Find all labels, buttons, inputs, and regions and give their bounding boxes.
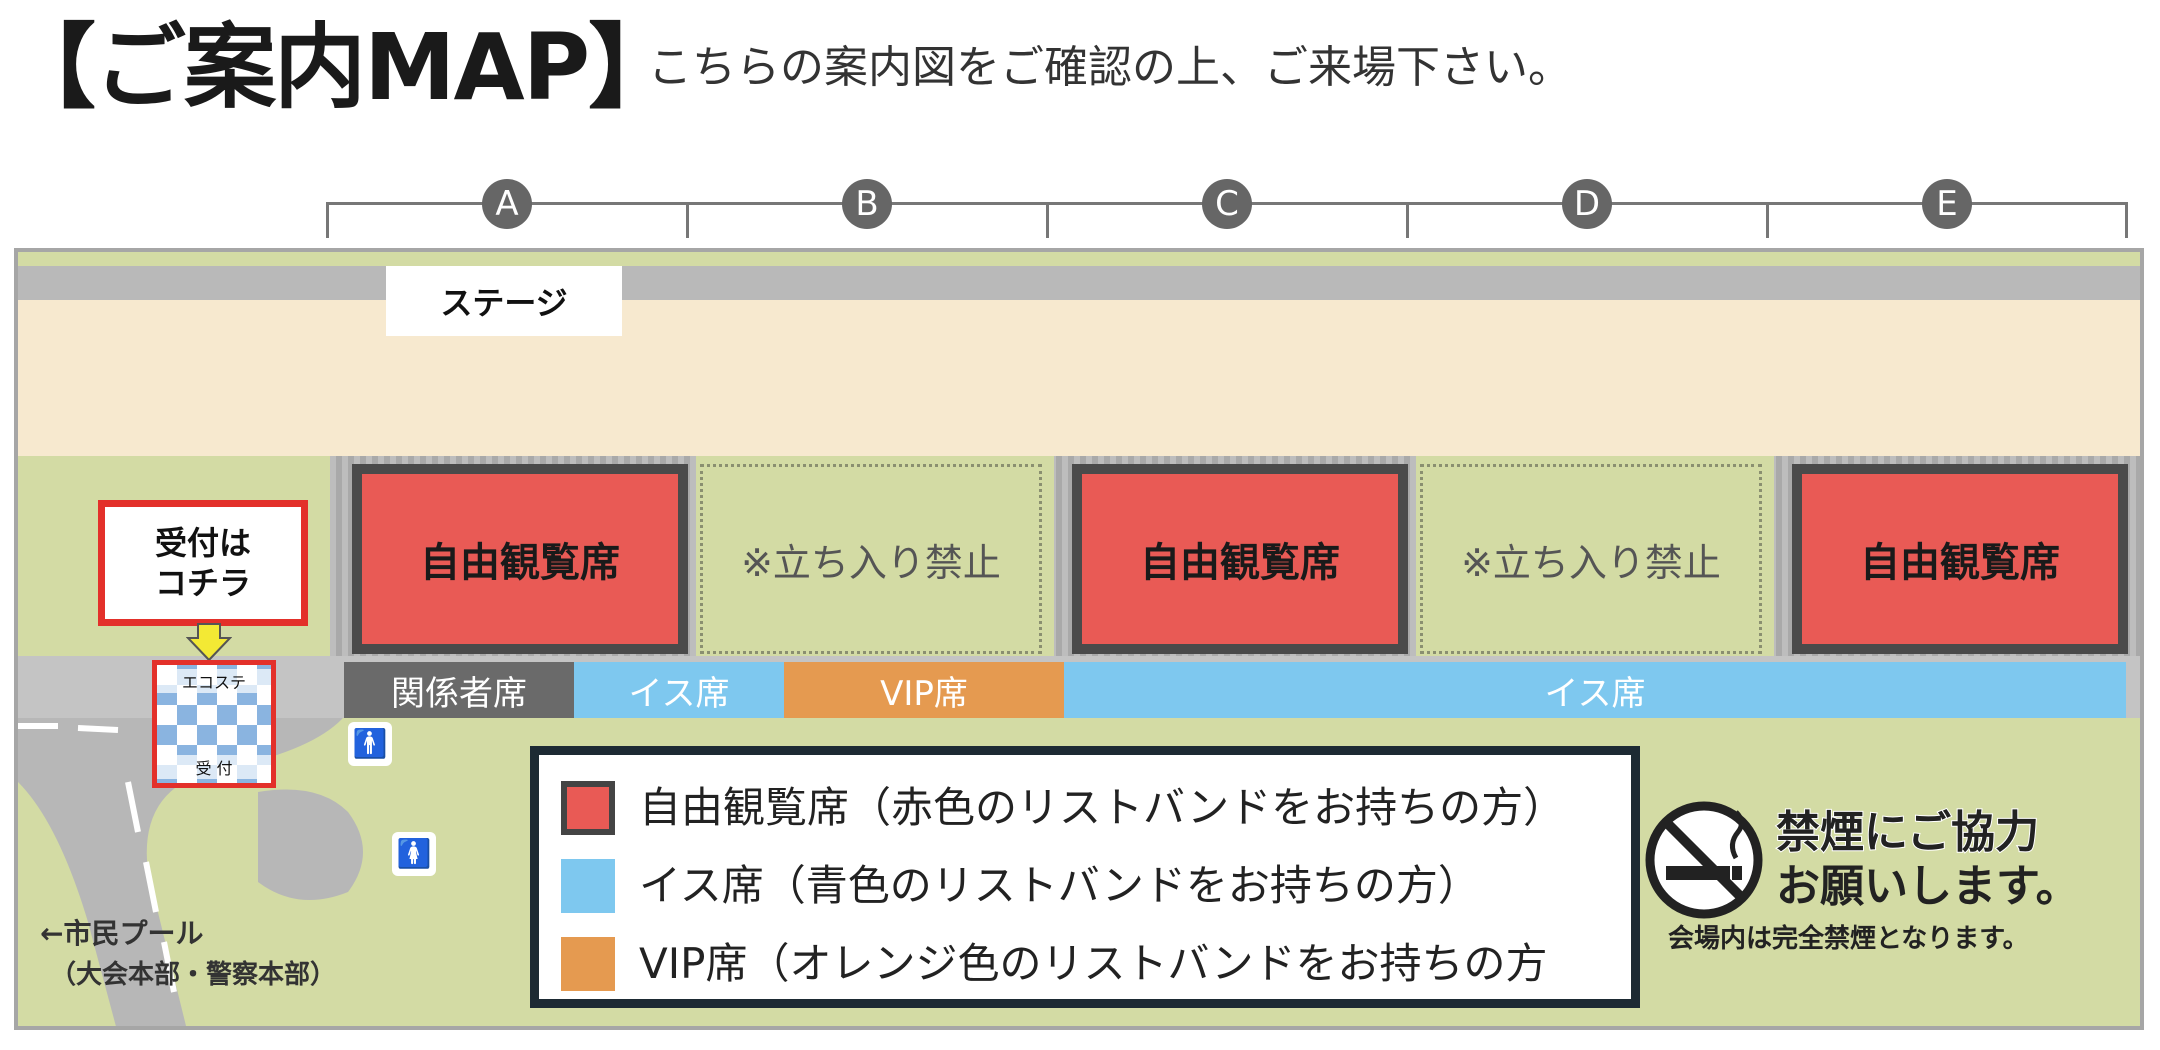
column-label-e: E (1922, 179, 1972, 229)
legend-swatch-chair (561, 859, 615, 913)
stage-area (18, 300, 2140, 456)
column-label-c: C (1202, 179, 1252, 229)
legend: 自由観覧席（赤色のリストバンドをお持ちの方） イス席（青色のリストバンドをお持ち… (530, 746, 1640, 1008)
staff-seating: 関係者席 (344, 662, 574, 718)
ruler-tick (686, 202, 689, 238)
legend-label-chair: イス席（青色のリストバンドをお持ちの方） (639, 861, 1480, 910)
column-label-a: A (482, 179, 532, 229)
block-b-ground (696, 456, 1054, 656)
legend-label-vip: VIP席（オレンジ色のリストバンドをお持ちの方 (639, 939, 1548, 988)
column-label-b: B (842, 179, 892, 229)
no-smoking-line2: お願いします。 (1776, 861, 2080, 912)
chair-seating-left: イス席 (574, 662, 784, 718)
legend-label-free: 自由観覧席（赤色のリストバンドをお持ちの方） (639, 783, 1566, 832)
page-subtitle: こちらの案内図をご確認の上、ご来場下さい。 (648, 42, 1572, 93)
free-seating-block-e: 自由観覧席 (1792, 464, 2128, 654)
venue-map: ステージ 自由観覧席 ※立ち入り禁止 自由観覧席 ※立ち入り禁止 自由観覧席 関… (14, 248, 2144, 1030)
direction-hq: （大会本部・警察本部） (50, 960, 337, 990)
vip-seating: VIP席 (784, 662, 1064, 718)
restroom-icon: 🚹 (348, 722, 392, 766)
ruler-tick (1046, 202, 1049, 238)
ruler-tick (1406, 202, 1409, 238)
legend-swatch-vip (561, 937, 615, 991)
restroom-icon: 🚺 (392, 832, 436, 876)
reception-booth: エコステ 受 付 (152, 660, 276, 788)
column-label-d: D (1562, 179, 1612, 229)
no-smoking-icon (1645, 801, 1763, 919)
free-seating-block-c: 自由観覧席 (1072, 464, 1408, 654)
stage-label: ステージ (386, 266, 622, 336)
no-smoking-line1: 禁煙にご協力 (1775, 806, 2040, 859)
arrow-down-icon (186, 623, 232, 662)
ruler-tick (2125, 202, 2128, 238)
no-entry-block-d: ※立ち入り禁止 (1420, 464, 1762, 654)
ruler-tick (1766, 202, 1769, 238)
no-entry-block-b: ※立ち入り禁止 (700, 464, 1042, 654)
direction-pool: ←市民プール (40, 917, 204, 950)
page-title: 【ご案内MAP】 (4, 14, 680, 121)
legend-swatch-free (561, 781, 615, 835)
booth-bottom-label: 受 付 (157, 755, 271, 779)
no-smoking-notice: 禁煙にご協力 お願いします。 会場内は完全禁煙となります。 (1634, 782, 2084, 962)
free-seating-block-a: 自由観覧席 (352, 464, 688, 654)
chair-seating-right: イス席 (1064, 662, 2126, 718)
reception-sign: 受付は コチラ (98, 500, 308, 626)
booth-top-label: エコステ (157, 669, 271, 693)
block-d-ground (1416, 456, 1774, 656)
no-smoking-line3: 会場内は完全禁煙となります。 (1668, 924, 2029, 954)
stage-edge (18, 266, 2140, 300)
ruler-tick (326, 202, 329, 238)
